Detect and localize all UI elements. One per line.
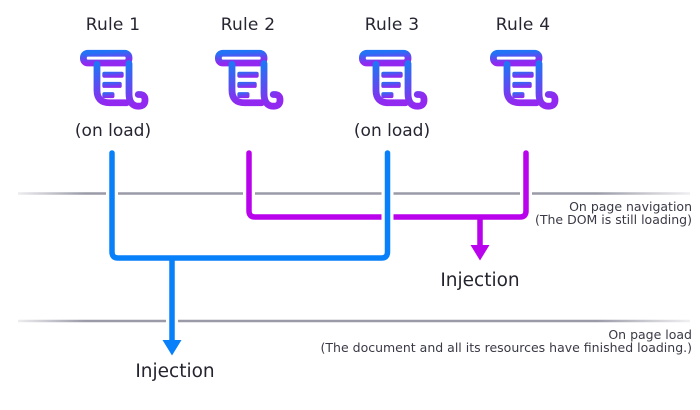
injection-label-load: Injection bbox=[135, 361, 215, 382]
script-scroll-icon bbox=[359, 49, 428, 110]
blue-merge-connector bbox=[109, 150, 391, 344]
script-scroll-icon bbox=[80, 49, 149, 110]
blue-connector-casing bbox=[106, 153, 394, 341]
magenta-connector-casing bbox=[243, 153, 532, 246]
timeline-note-title: On page load bbox=[608, 327, 692, 342]
rule-title: Rule 3 bbox=[364, 15, 420, 35]
rule-title: Rule 1 bbox=[85, 15, 141, 35]
rule-trigger-label: (on load) bbox=[74, 121, 152, 141]
rule-trigger-label: (on load) bbox=[353, 121, 431, 141]
rule-column-2: Rule 2 bbox=[173, 15, 323, 141]
timeline-note-title: On page navigation bbox=[569, 199, 692, 214]
rule-column-1: Rule 1 (on load) bbox=[38, 15, 188, 141]
rule-title: Rule 2 bbox=[220, 15, 276, 35]
timeline-note-navigation: On page navigation (The DOM is still loa… bbox=[535, 200, 692, 226]
injection-label-navigation: Injection bbox=[440, 270, 520, 291]
rule-title: Rule 4 bbox=[495, 15, 551, 35]
script-scroll-icon bbox=[215, 49, 284, 110]
blue-injection-arrowhead bbox=[162, 340, 182, 356]
magenta-injection-arrowhead bbox=[470, 245, 490, 261]
magenta-merge-connector bbox=[246, 150, 529, 249]
timeline-note-subtitle: (The DOM is still loading) bbox=[534, 212, 692, 227]
rule-column-4: Rule 4 bbox=[448, 15, 598, 141]
timeline-note-load: On page load (The document and all its r… bbox=[321, 328, 692, 354]
timeline-note-subtitle: (The document and all its resources have… bbox=[320, 340, 692, 355]
rule-column-3: Rule 3 (on load) bbox=[317, 15, 467, 141]
script-scroll-icon bbox=[489, 49, 559, 110]
